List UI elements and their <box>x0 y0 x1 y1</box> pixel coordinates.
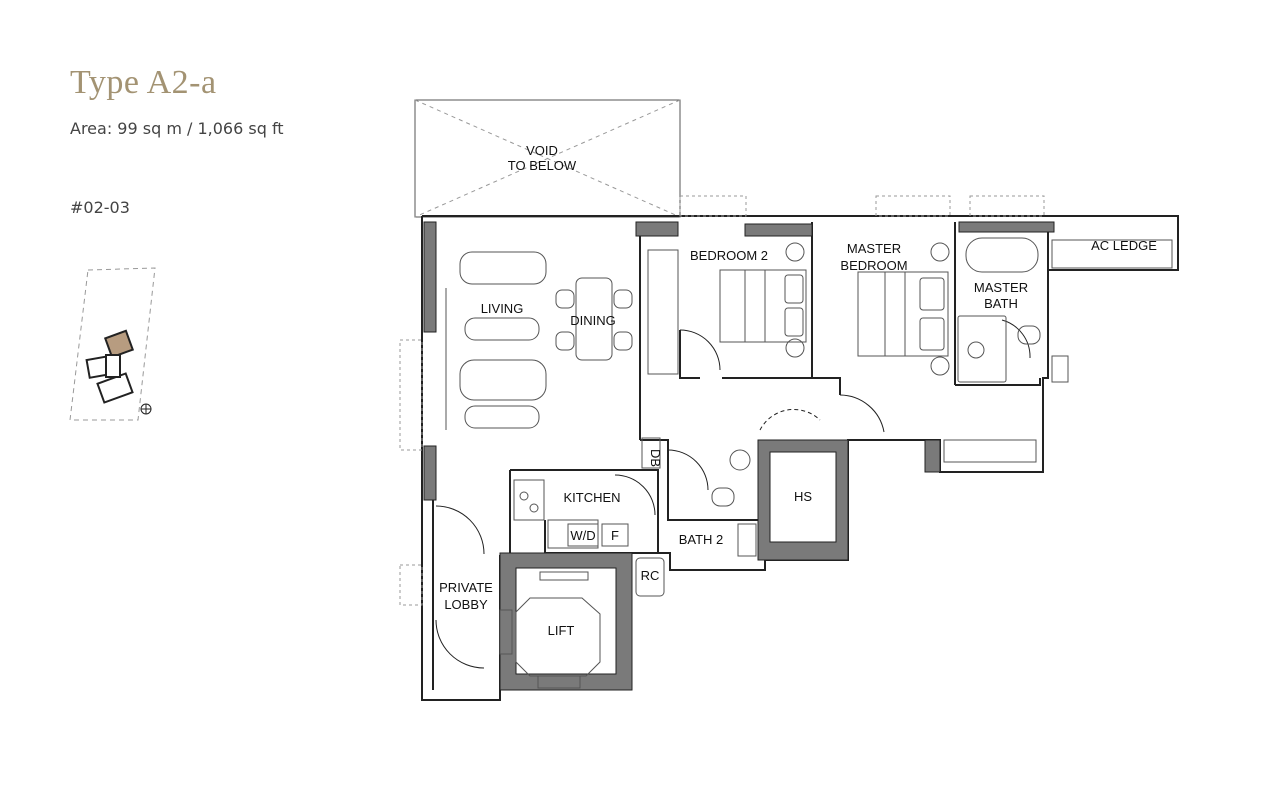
area-text: Area: 99 sq m / 1,066 sq ft <box>70 119 284 138</box>
label-void-2: TO BELOW <box>508 158 577 173</box>
db-cabinet <box>641 437 661 469</box>
label-living: LIVING <box>481 301 524 316</box>
walls <box>421 215 1179 701</box>
key-plan <box>69 267 156 421</box>
living-sofas <box>445 251 547 430</box>
label-dining: DINING <box>570 313 616 328</box>
label-master-bath-2: BATH <box>984 296 1018 311</box>
label-master-2: BEDROOM <box>840 258 907 273</box>
room-labels: VOID TO BELOW BEDROOM 2 MASTER BEDROOM A… <box>439 143 1157 638</box>
wardrobe <box>647 239 1173 463</box>
master-bed-icon <box>857 242 950 376</box>
kitchen-fixtures <box>513 479 629 549</box>
void-area <box>414 99 681 218</box>
label-ac-ledge: AC LEDGE <box>1091 238 1157 253</box>
label-wd: W/D <box>570 528 595 543</box>
label-fridge: F <box>611 528 619 543</box>
label-bedroom2: BEDROOM 2 <box>690 248 768 263</box>
label-rc: RC <box>641 568 660 583</box>
label-hs: HS <box>794 489 812 504</box>
label-void: VOID <box>526 143 558 158</box>
label-master: MASTER <box>847 241 901 256</box>
window-frames <box>399 195 1045 606</box>
label-db: DB <box>648 449 663 467</box>
lift-car <box>499 571 601 689</box>
plan-title: Type A2-a <box>70 64 217 101</box>
label-lift: LIFT <box>548 623 575 638</box>
label-private-lobby: PRIVATE <box>439 580 493 595</box>
dining-table <box>555 277 633 361</box>
bathtub-icon <box>957 237 1069 383</box>
doors <box>435 319 1031 669</box>
unit-number: #02-03 <box>70 198 130 217</box>
label-bath2: BATH 2 <box>679 532 724 547</box>
label-kitchen: KITCHEN <box>563 490 620 505</box>
compass-icon <box>140 403 152 415</box>
bathroom-fixtures <box>635 449 757 597</box>
label-master-bath: MASTER <box>974 280 1028 295</box>
bed-icon <box>719 242 807 358</box>
wall-fills <box>423 221 1055 691</box>
label-private-lobby-2: LOBBY <box>444 597 488 612</box>
